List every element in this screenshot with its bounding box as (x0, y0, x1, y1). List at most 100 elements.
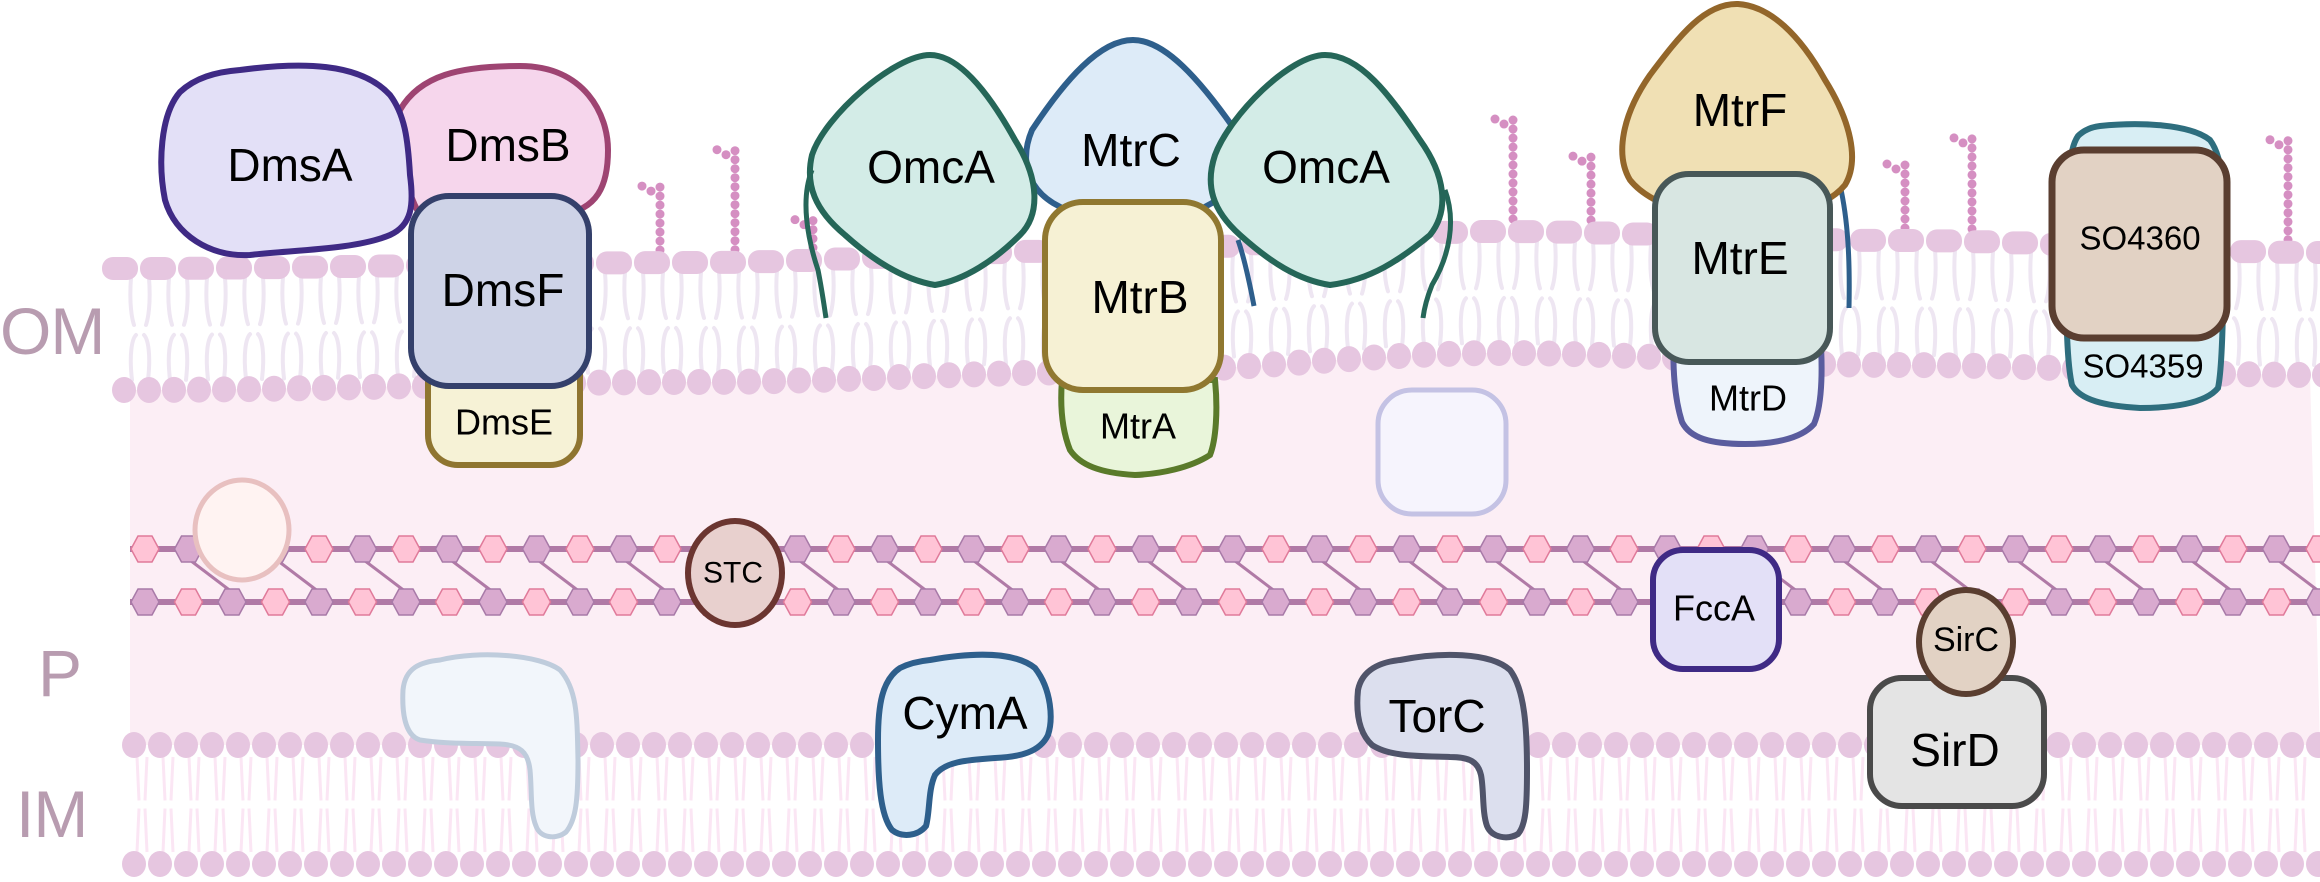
lipid-head (382, 851, 406, 877)
lipid-tail (1445, 757, 1447, 801)
lipid-tail (2095, 809, 2097, 853)
lipid-tail (249, 809, 251, 853)
lipid-head (1864, 851, 1888, 877)
lps-head (140, 257, 176, 280)
lipid-tail (1992, 252, 1996, 300)
lipid-tail (602, 273, 606, 319)
lipid-tail (168, 278, 172, 325)
lipid-tail (275, 809, 277, 853)
lipid-tail (171, 809, 173, 853)
lipid-head (1136, 732, 1160, 758)
region-label-im: IM (16, 781, 87, 847)
lipid-tail (1723, 809, 1725, 853)
lipid-tail (1255, 757, 1257, 801)
lipid-tail (657, 757, 659, 801)
lipid-tail (1626, 300, 1631, 345)
pg-glucosamine (1436, 536, 1464, 562)
lps-sugar (1968, 152, 1977, 161)
lipid-head (237, 376, 261, 402)
lipid-tail (717, 757, 719, 801)
lipid-head (590, 732, 614, 758)
dmsB-label: DmsB (445, 119, 570, 171)
pg-glucosamine (827, 536, 855, 562)
lipid-tail (222, 278, 226, 325)
lipid-tail (2061, 757, 2063, 801)
lps-sugar (731, 236, 740, 245)
lipid-tail (1705, 809, 1707, 853)
pg-glucosamine (262, 589, 290, 615)
lipid-tail (1021, 809, 1023, 853)
lipid-tail (847, 757, 849, 801)
lps-sugar (1509, 152, 1518, 161)
lipid-head (1942, 851, 1966, 877)
lipid-head (1838, 732, 1862, 758)
lipid-head (694, 851, 718, 877)
lipid-head (737, 369, 761, 395)
pg-glucosamine (131, 536, 159, 562)
lipid-head (1422, 851, 1446, 877)
lipid-tail (223, 757, 225, 801)
pg-glucosamine (1567, 589, 1595, 615)
pg-muramic-acid (479, 589, 507, 615)
pg-glucosamine (349, 589, 377, 615)
lps-head (216, 256, 252, 279)
lipid-head (2020, 851, 2044, 877)
lipid-tail (1892, 308, 1897, 354)
lps-head (1508, 220, 1544, 243)
dmsA-label: DmsA (227, 139, 353, 191)
lipid-head (2124, 732, 2148, 758)
lipid-head (1786, 732, 1810, 758)
lipid-tail (372, 332, 377, 377)
lipid-tail (1905, 809, 1907, 853)
lipid-head (2046, 732, 2070, 758)
cymA-protein (878, 655, 1051, 835)
stc-label: STC (703, 557, 763, 590)
lipid-tail (1775, 809, 1777, 853)
lipid-tail (943, 809, 945, 853)
lipid-tail (137, 757, 139, 801)
pg-glucosamine (1088, 536, 1116, 562)
pg-glucosamine (175, 589, 203, 615)
lipid-head (887, 364, 911, 390)
lipid-tail (587, 809, 589, 853)
lps-sugar (1968, 206, 1977, 215)
lipid-head (1987, 353, 2011, 379)
lps-sugar (731, 155, 740, 164)
lipid-tail (2121, 809, 2123, 853)
lipid-tail (700, 272, 704, 318)
lipid-tail (1537, 298, 1542, 343)
lipid-tail (1233, 312, 1238, 357)
lipid-head (2237, 361, 2261, 387)
lipid-tail (761, 809, 763, 853)
lipid-tail (709, 757, 711, 801)
lipid-tail (245, 334, 250, 379)
pg-muramic-acid (958, 536, 986, 562)
lipid-head (330, 851, 354, 877)
pg-muramic-acid (1567, 536, 1595, 562)
lipid-head (2098, 851, 2122, 877)
lps-head (672, 251, 708, 274)
lipid-head (304, 851, 328, 877)
lipid-tail (663, 328, 668, 372)
lps-sugar (656, 228, 665, 237)
lipid-tail (792, 271, 796, 317)
lps-sugar (656, 192, 665, 201)
lipid-head (1962, 353, 1986, 379)
lipid-head (1188, 732, 1212, 758)
lipid-head (798, 851, 822, 877)
lps-sugar (1578, 157, 1587, 166)
torC-label: TorC (1388, 690, 1485, 742)
lps-sugar (731, 200, 740, 209)
lipid-head (928, 851, 952, 877)
mtrC-label: MtrC (1081, 124, 1181, 176)
lipid-tail (249, 757, 251, 801)
lps-head (292, 256, 328, 279)
lps-sugar (1901, 170, 1910, 179)
lps-head (1888, 229, 1924, 252)
lipid-tail (1289, 809, 1291, 853)
lipid-tail (137, 809, 139, 853)
lipid-tail (1333, 809, 1335, 853)
lipid-tail (146, 278, 150, 325)
lipid-tail (1588, 299, 1593, 344)
lipid-tail (2173, 757, 2175, 801)
